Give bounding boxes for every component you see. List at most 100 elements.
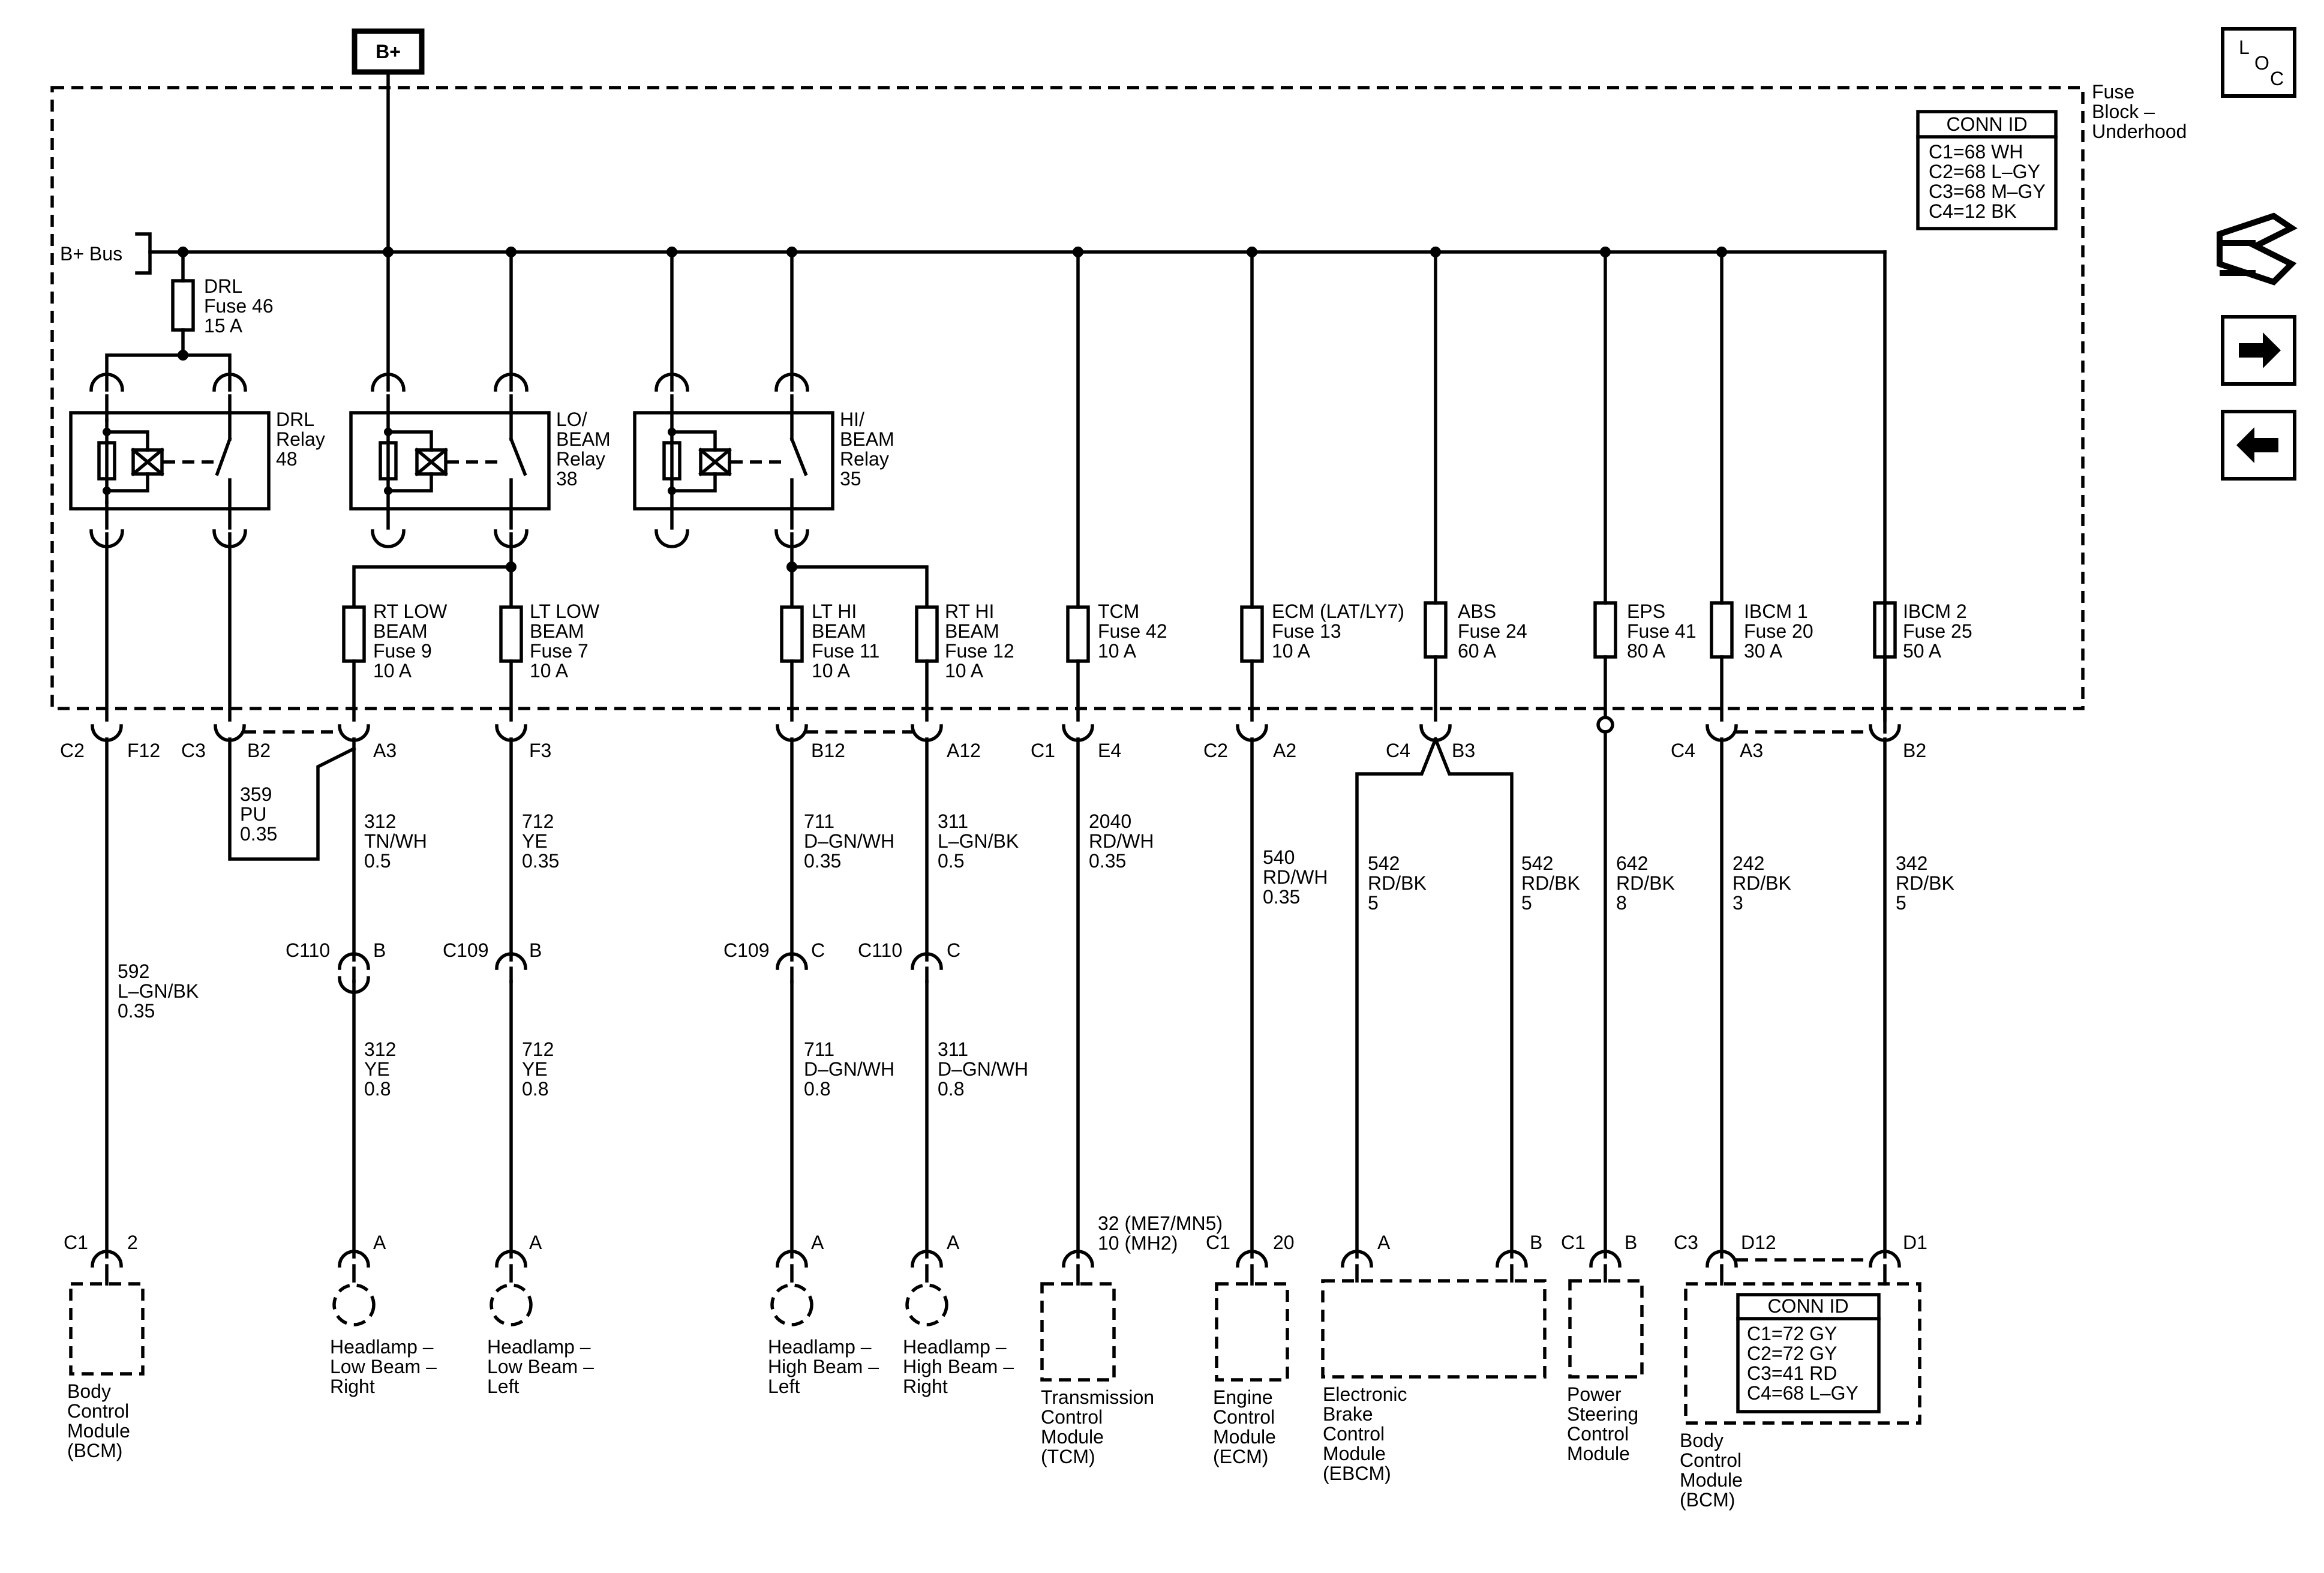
svg-text:HI/: HI/ (840, 409, 864, 430)
drl-output-wires (105, 532, 232, 722)
fuse-block-conn-id-table: CONN ID C1=68 WH C2=68 L–GY C3=68 M–GY C… (1916, 110, 2058, 230)
svg-text:0.35: 0.35 (804, 850, 841, 872)
svg-text:C110: C110 (286, 939, 330, 961)
svg-text:C: C (947, 939, 960, 961)
svg-text:Fuse 11: Fuse 11 (812, 640, 879, 662)
svg-text:Module: Module (1213, 1426, 1276, 1448)
headlamp-high-beam-left: Headlamp – High Beam – Left (768, 1283, 879, 1397)
svg-text:IBCM 2: IBCM 2 (1903, 601, 1967, 622)
svg-text:A: A (947, 1232, 960, 1253)
svg-text:A: A (811, 1232, 824, 1253)
svg-text:Fuse 13: Fuse 13 (1272, 620, 1341, 642)
rt-hi-beam-fuse: RT HI BEAM Fuse 12 10 A (915, 601, 1014, 722)
next-arrow-icon[interactable] (2221, 315, 2296, 386)
svg-text:C1: C1 (1206, 1232, 1230, 1253)
svg-text:0.35: 0.35 (1089, 850, 1126, 872)
svg-text:D1: D1 (1903, 1232, 1927, 1253)
loc-button[interactable]: L O C (2221, 27, 2296, 98)
headlamp-high-beam-right: Headlamp – High Beam – Right (903, 1283, 1014, 1397)
svg-text:IBCM 1: IBCM 1 (1744, 601, 1808, 622)
svg-text:B+: B+ (376, 41, 401, 62)
svg-text:Fuse 46: Fuse 46 (204, 295, 274, 317)
svg-text:Transmission: Transmission (1041, 1386, 1154, 1408)
svg-text:542: 542 (1368, 852, 1400, 874)
eps-fuse: EPS Fuse 41 80 A (1593, 250, 1697, 719)
svg-text:Fuse 24: Fuse 24 (1458, 620, 1527, 642)
svg-text:0.5: 0.5 (938, 850, 964, 872)
conn-id-title: CONN ID (1946, 113, 2027, 135)
svg-text:Right: Right (330, 1376, 375, 1397)
svg-text:B: B (373, 939, 386, 961)
svg-text:RT HI: RT HI (945, 601, 994, 622)
svg-text:DRL: DRL (204, 275, 242, 297)
svg-text:Module: Module (1041, 1426, 1104, 1448)
electronic-brake-control-module: Electronic Brake Control Module (EBCM) (1321, 1279, 1547, 1484)
circuit-311-wire: 311 L–GN/BK 0.5 311 D–GN/WH 0.8 (925, 737, 1028, 1259)
svg-text:C4=68 L–GY: C4=68 L–GY (1747, 1382, 1858, 1404)
svg-text:B2: B2 (1903, 740, 1926, 761)
svg-text:8: 8 (1616, 892, 1627, 914)
svg-text:10 A: 10 A (530, 660, 569, 682)
svg-text:C3=68 M–GY: C3=68 M–GY (1929, 181, 2046, 202)
svg-text:D–GN/WH: D–GN/WH (804, 830, 894, 852)
svg-text:5: 5 (1368, 892, 1379, 914)
schematic-nav-icon[interactable] (2217, 212, 2298, 286)
ecm-fuse: ECM (LAT/LY7) Fuse 13 10 A (1240, 250, 1404, 722)
svg-text:TN/WH: TN/WH (364, 830, 427, 852)
svg-text:B: B (1530, 1232, 1542, 1253)
svg-text:32 (ME7/MN5): 32 (ME7/MN5) (1098, 1212, 1223, 1234)
svg-text:F3: F3 (529, 740, 551, 761)
svg-text:642: 642 (1616, 852, 1648, 874)
svg-text:Control: Control (1323, 1423, 1385, 1445)
circuit-711-wire: 711 D–GN/WH 0.35 711 D–GN/WH 0.8 (790, 737, 894, 1259)
svg-text:15 A: 15 A (204, 315, 243, 337)
svg-text:0.35: 0.35 (522, 850, 559, 872)
inline-connector-c109-b: C109 B (443, 939, 542, 983)
svg-text:(TCM): (TCM) (1041, 1446, 1095, 1467)
component-connectors (91, 1250, 1901, 1286)
svg-text:A12: A12 (947, 740, 981, 761)
prev-arrow-icon[interactable] (2221, 410, 2296, 481)
svg-text:(EBCM): (EBCM) (1323, 1463, 1391, 1484)
svg-text:0.8: 0.8 (364, 1078, 391, 1100)
svg-text:PU: PU (240, 803, 266, 825)
svg-text:BEAM: BEAM (812, 620, 866, 642)
fuse-block-boundary (50, 86, 2085, 710)
svg-text:A3: A3 (1740, 740, 1763, 761)
svg-text:BEAM: BEAM (945, 620, 999, 642)
svg-text:Body: Body (1680, 1430, 1724, 1451)
svg-text:A: A (373, 1232, 386, 1253)
svg-text:B3: B3 (1452, 740, 1475, 761)
svg-text:Module: Module (1323, 1443, 1386, 1464)
svg-text:O: O (2254, 52, 2269, 74)
svg-text:Block –: Block – (2092, 101, 2155, 122)
svg-text:Right: Right (903, 1376, 948, 1397)
svg-text:LO/: LO/ (556, 409, 587, 430)
svg-text:30 A: 30 A (1744, 640, 1783, 662)
svg-text:10 A: 10 A (1272, 640, 1311, 662)
svg-text:10 (MH2): 10 (MH2) (1098, 1232, 1178, 1254)
svg-text:C4: C4 (1386, 740, 1410, 761)
fuse-block-label: Fuse Block – Underhood (2092, 81, 2187, 142)
svg-text:711: 711 (804, 1038, 834, 1060)
svg-text:540: 540 (1263, 846, 1295, 868)
svg-text:712: 712 (522, 810, 554, 832)
power-steering-control-module: Power Steering Control Module (1567, 1279, 1644, 1464)
drl-fuse: DRL Fuse 46 15 A (171, 250, 274, 357)
drl-relay: DRL Relay 48 (69, 350, 325, 548)
svg-text:YE: YE (522, 1058, 548, 1080)
svg-text:RD/BK: RD/BK (1896, 872, 1954, 894)
svg-text:C109: C109 (443, 939, 489, 961)
circuit-342-wire: 342 RD/BK 5 (1883, 737, 1954, 1259)
svg-text:20: 20 (1273, 1232, 1295, 1253)
svg-text:A: A (1377, 1232, 1391, 1253)
svg-text:L–GN/BK: L–GN/BK (118, 980, 199, 1002)
svg-text:LT HI: LT HI (812, 601, 857, 622)
svg-text:Brake: Brake (1323, 1403, 1373, 1425)
svg-text:C2: C2 (60, 740, 85, 761)
svg-text:Fuse 42: Fuse 42 (1098, 620, 1167, 642)
svg-text:312: 312 (364, 1038, 396, 1060)
circuit-540-wire: 540 RD/WH 0.35 (1250, 737, 1328, 1259)
inline-connector-c110-b: C110 B (286, 939, 386, 994)
